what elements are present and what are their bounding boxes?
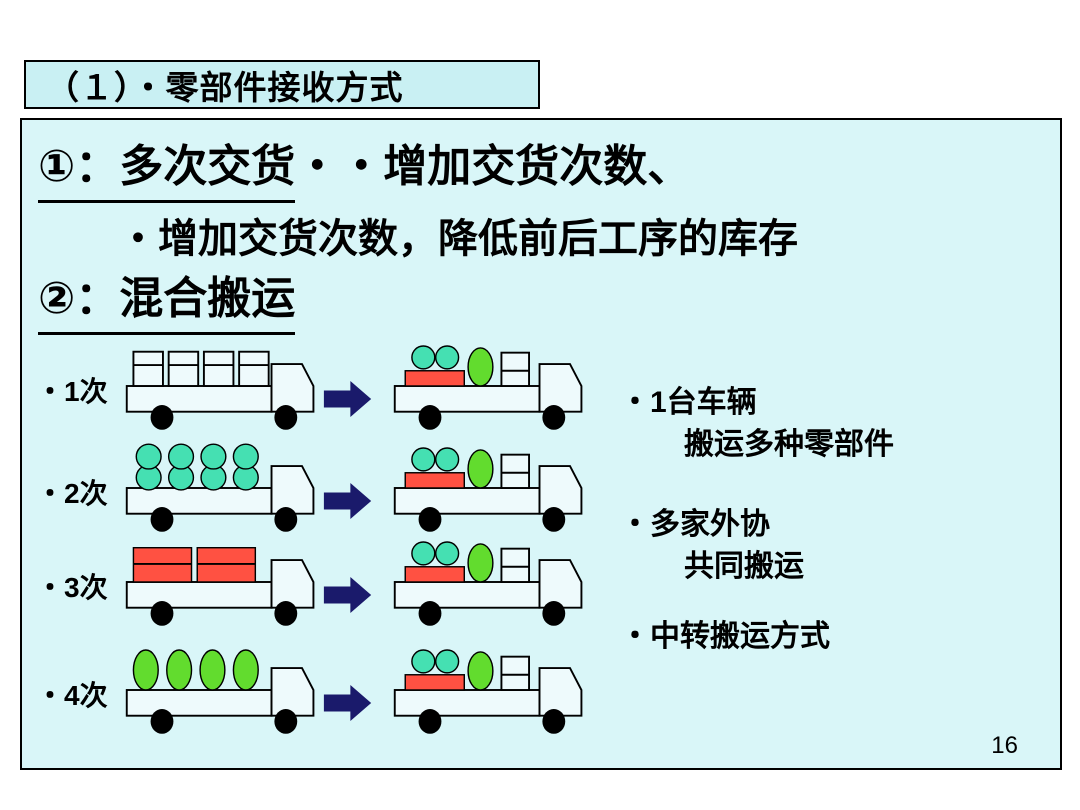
delivery-row-1: ・1次 [22,336,1060,436]
truck-mixed-load [393,447,583,533]
delivery-row-4: ・4次 [22,640,1060,740]
heading-item2: ②：混合搬运 [38,262,296,335]
note-multiple-suppliers: ・多家外协 共同搬运 [620,504,804,588]
delivery-row-3: ・3次 [22,532,1060,632]
row-4-label: ・4次 [36,680,108,711]
page-number: 16 [991,732,1018,759]
note-transfer-method: ・中转搬运方式 [620,616,830,658]
truck-red-boxes [125,546,315,627]
heading-item2-lead: ②：混合搬运 [38,262,296,335]
note-one-vehicle: ・1台车辆 搬运多种零部件 [620,382,894,466]
truck-teal-circles [125,443,315,533]
note-line: 搬运多种零部件 [684,428,894,461]
truck-mixed-load [393,541,583,627]
truck-mixed-load [393,649,583,735]
slide-title: （１）・零部件接收方式 [46,68,404,106]
title-box: （１）・零部件接收方式 [24,60,540,109]
arrow-right-icon [323,483,372,519]
row-1-label: ・1次 [36,376,108,407]
note-line: ・多家外协 [620,508,770,541]
note-line: 共同搬运 [684,550,804,583]
heading-item1-rest: ・・增加交货次数、 [295,142,692,191]
row-2-label: ・2次 [36,478,108,509]
note-line: ・1台车辆 [620,386,757,419]
truck-white-boxes [125,350,315,431]
heading-item1-lead: ①：多次交货 [38,130,296,203]
arrow-right-icon [323,577,372,613]
note-line: ・中转搬运方式 [620,620,830,653]
heading-item1-sub: ・增加交货次数，降低前后工序的库存 [118,217,798,261]
heading-item1: ①：多次交货・・增加交货次数、 [38,130,691,203]
arrow-right-icon [323,685,372,721]
truck-green-ovals [125,649,315,735]
arrow-right-icon [323,381,372,417]
content-panel: ①：多次交货・・增加交货次数、 ・增加交货次数，降低前后工序的库存 ②：混合搬运… [20,118,1062,770]
row-3-label: ・3次 [36,572,108,603]
truck-mixed-load [393,345,583,431]
delivery-row-2: ・2次 [22,438,1060,538]
